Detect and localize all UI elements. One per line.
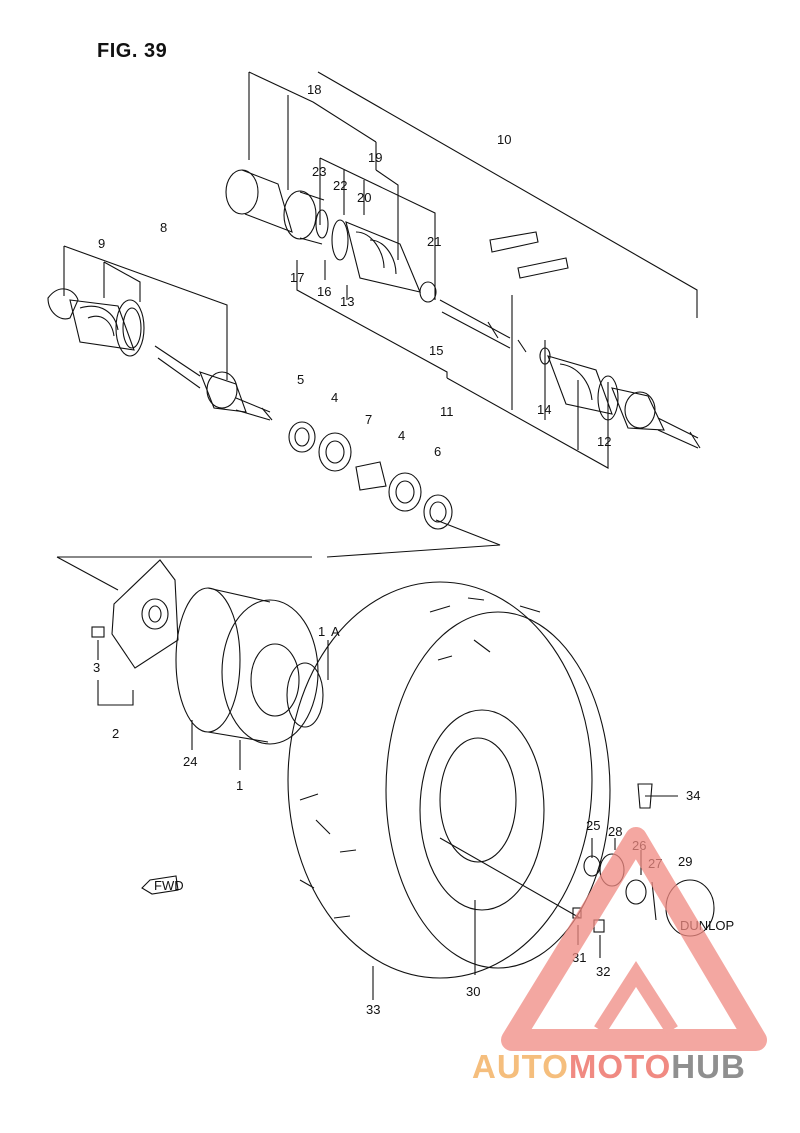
watermark-part-moto: MOTO — [568, 1048, 672, 1085]
fwd-label: FWD — [154, 878, 184, 893]
callout-8: 8 — [160, 220, 167, 235]
watermark-logo — [501, 827, 767, 1051]
callout-11: 11 — [440, 404, 454, 419]
callout-5: 5 — [297, 372, 304, 387]
callout-3: 3 — [93, 660, 100, 675]
right-drive-shaft-group — [225, 169, 701, 449]
bearing-stack — [288, 421, 453, 530]
callout-21: 21 — [427, 234, 441, 249]
callout-30: 30 — [466, 984, 480, 999]
callout-16: 16 — [317, 284, 331, 299]
figure-title: FIG. 39 — [97, 40, 168, 62]
callout-14: 14 — [537, 402, 551, 417]
watermark-text: AUTOMOTOHUB — [472, 1048, 746, 1086]
callout-32: 32 — [596, 964, 610, 979]
callout-19: 19 — [368, 150, 382, 165]
callout-17: 17 — [290, 270, 304, 285]
callout-23: 23 — [312, 164, 326, 179]
callout-24: 24 — [183, 754, 197, 769]
leader-lines — [56, 71, 698, 1000]
left-drive-shaft-group — [47, 288, 273, 421]
callout-A: A — [331, 624, 340, 639]
callout-34: 34 — [686, 788, 700, 803]
wheel-rim — [175, 587, 324, 745]
callout-15: 15 — [429, 343, 443, 358]
tire — [287, 581, 611, 979]
callout-18: 18 — [307, 82, 321, 97]
callout-13: 13 — [340, 294, 354, 309]
callout-20: 20 — [357, 190, 371, 205]
callout-28: 28 — [608, 824, 622, 839]
hub-flange — [91, 559, 179, 669]
callout-29: 29 — [678, 854, 692, 869]
callout-7: 7 — [365, 412, 372, 427]
callout-1a: 1 — [318, 624, 325, 639]
callout-4a: 4 — [331, 390, 338, 405]
fwd-arrow-icon — [141, 875, 179, 895]
callout-labels: 18 10 19 23 22 20 21 17 16 13 15 11 14 1… — [93, 82, 700, 1017]
callout-33: 33 — [366, 1002, 380, 1017]
callout-25: 25 — [586, 818, 600, 833]
callout-12: 12 — [597, 434, 611, 449]
watermark-part-hub: HUB — [671, 1048, 746, 1085]
callout-2: 2 — [112, 726, 119, 741]
callout-4b: 4 — [398, 428, 405, 443]
callout-22: 22 — [333, 178, 347, 193]
callout-10: 10 — [497, 132, 511, 147]
callout-9: 9 — [98, 236, 105, 251]
callout-6: 6 — [434, 444, 441, 459]
callout-1b: 1 — [236, 778, 243, 793]
watermark-part-auto: AUTO — [472, 1048, 569, 1085]
